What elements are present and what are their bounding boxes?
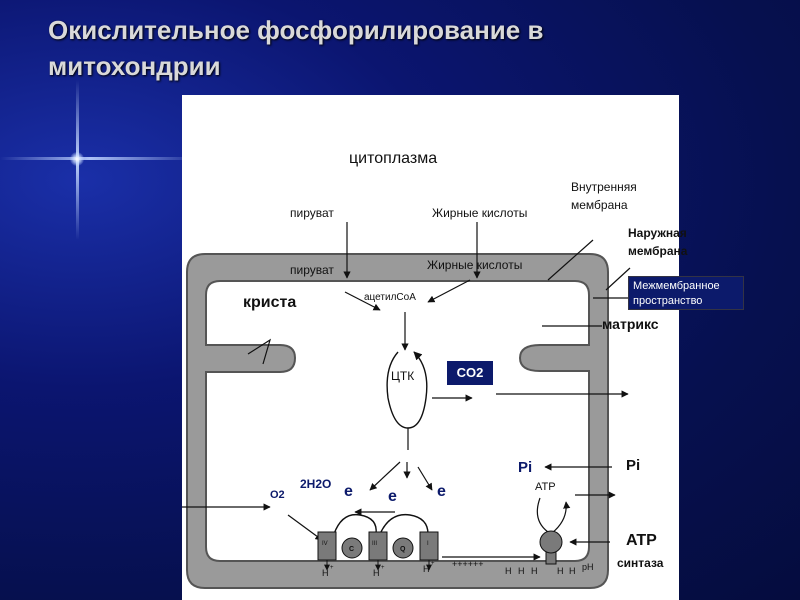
- ubiquinone-circle: [392, 537, 414, 559]
- proton-label-1: H: [322, 568, 329, 578]
- proton-label-8: H: [569, 566, 576, 576]
- cytoplasm-label: цитоплазма: [349, 150, 438, 167]
- light-glint-horizontal: [0, 157, 200, 160]
- water-label: 2H2O: [300, 477, 332, 491]
- outer-membrane-label-line2: мембрана: [628, 244, 688, 258]
- complex-iv-label: IV: [322, 541, 328, 547]
- proton-label-7: H: [557, 566, 564, 576]
- inner-membrane-pointer: [547, 239, 594, 281]
- complex-q-label: Q: [400, 546, 406, 553]
- o2-to-complex-arrow: [287, 514, 323, 541]
- pyruvate-to-acetylcoa-arrow: [344, 291, 381, 311]
- light-glint-center: [70, 152, 84, 166]
- inner-membrane-label-line1: Внутренняя: [571, 180, 637, 194]
- inner-membrane-label: Внутренняя мембрана: [571, 178, 637, 214]
- matrix-label: матрикс: [602, 316, 659, 332]
- pi-inner-label: Pi: [518, 459, 533, 476]
- oxygen-label: O2: [270, 489, 285, 501]
- atp-inner-label: ATP: [535, 481, 556, 493]
- complex-iii-label: III: [372, 541, 377, 547]
- intermembrane-label: Межмембранное пространство: [628, 276, 744, 310]
- inner-membrane-label-line2: мембрана: [571, 198, 628, 212]
- proton-plus-3: +: [431, 561, 435, 567]
- proton-label-6: H: [531, 566, 538, 576]
- proton-plus-1: +: [330, 565, 334, 571]
- proton-plus-2: +: [381, 565, 385, 571]
- crista-label: криста: [243, 294, 297, 311]
- atp-outer-label: ATP: [626, 532, 657, 549]
- synthase-label: синтаза: [617, 556, 664, 570]
- electron-label-1: e: [344, 483, 353, 500]
- outer-membrane-pointer: [605, 267, 631, 291]
- co2-label: CO2: [447, 361, 493, 385]
- plus-row-label: ++++++: [452, 559, 484, 569]
- inner-membrane: [205, 280, 590, 562]
- title-line-2: митохондрии: [48, 51, 221, 81]
- acetyl-coa-label: ацетилCoA: [364, 292, 416, 303]
- proton-label-2: H: [373, 568, 380, 578]
- electron-arrow-right: [417, 466, 433, 491]
- crista-pointer: [247, 338, 272, 365]
- tca-label: ЦТК: [391, 369, 415, 383]
- intermembrane-label-line1: Межмембранное: [633, 280, 720, 292]
- cytochrome-c-circle: [341, 537, 363, 559]
- title-line-1: Окислительное фосфорилирование в: [48, 15, 544, 45]
- atp-synthesis-curve: [536, 497, 549, 533]
- proton-label-4: H: [505, 566, 512, 576]
- fatty-acids-inner-label: Жирные кислоты: [427, 258, 523, 272]
- synthase-flow-curve: [551, 501, 571, 534]
- complex-i-box: [419, 531, 439, 561]
- complex-c-label: C: [349, 546, 354, 553]
- fatty-to-acetylcoa-arrow: [427, 279, 471, 303]
- complex-i-label: I: [427, 541, 429, 547]
- outer-membrane-label: Наружная мембрана: [628, 224, 687, 260]
- outer-membrane-label-line1: Наружная: [628, 226, 687, 240]
- slide-title: Окислительное фосфорилирование в митохон…: [48, 12, 648, 84]
- intermembrane-label-line2: пространство: [633, 295, 703, 307]
- proton-label-5: H: [518, 566, 525, 576]
- proton-label-3: H: [423, 564, 430, 574]
- electron-label-2: e: [388, 488, 397, 505]
- etc-arc-2: [379, 513, 429, 535]
- etc-arc-1: [333, 513, 377, 535]
- pyruvate-inner-label: пируват: [290, 263, 334, 277]
- ph-label: pH: [582, 562, 594, 572]
- electron-arrow-left: [369, 461, 401, 491]
- electron-label-3: e: [437, 483, 446, 500]
- fatty-acids-outer-label: Жирные кислоты: [432, 206, 528, 220]
- atp-synthase-head: [539, 530, 563, 554]
- pyruvate-outer-label: пируват: [290, 206, 334, 220]
- pi-outer-label: Pi: [626, 457, 641, 474]
